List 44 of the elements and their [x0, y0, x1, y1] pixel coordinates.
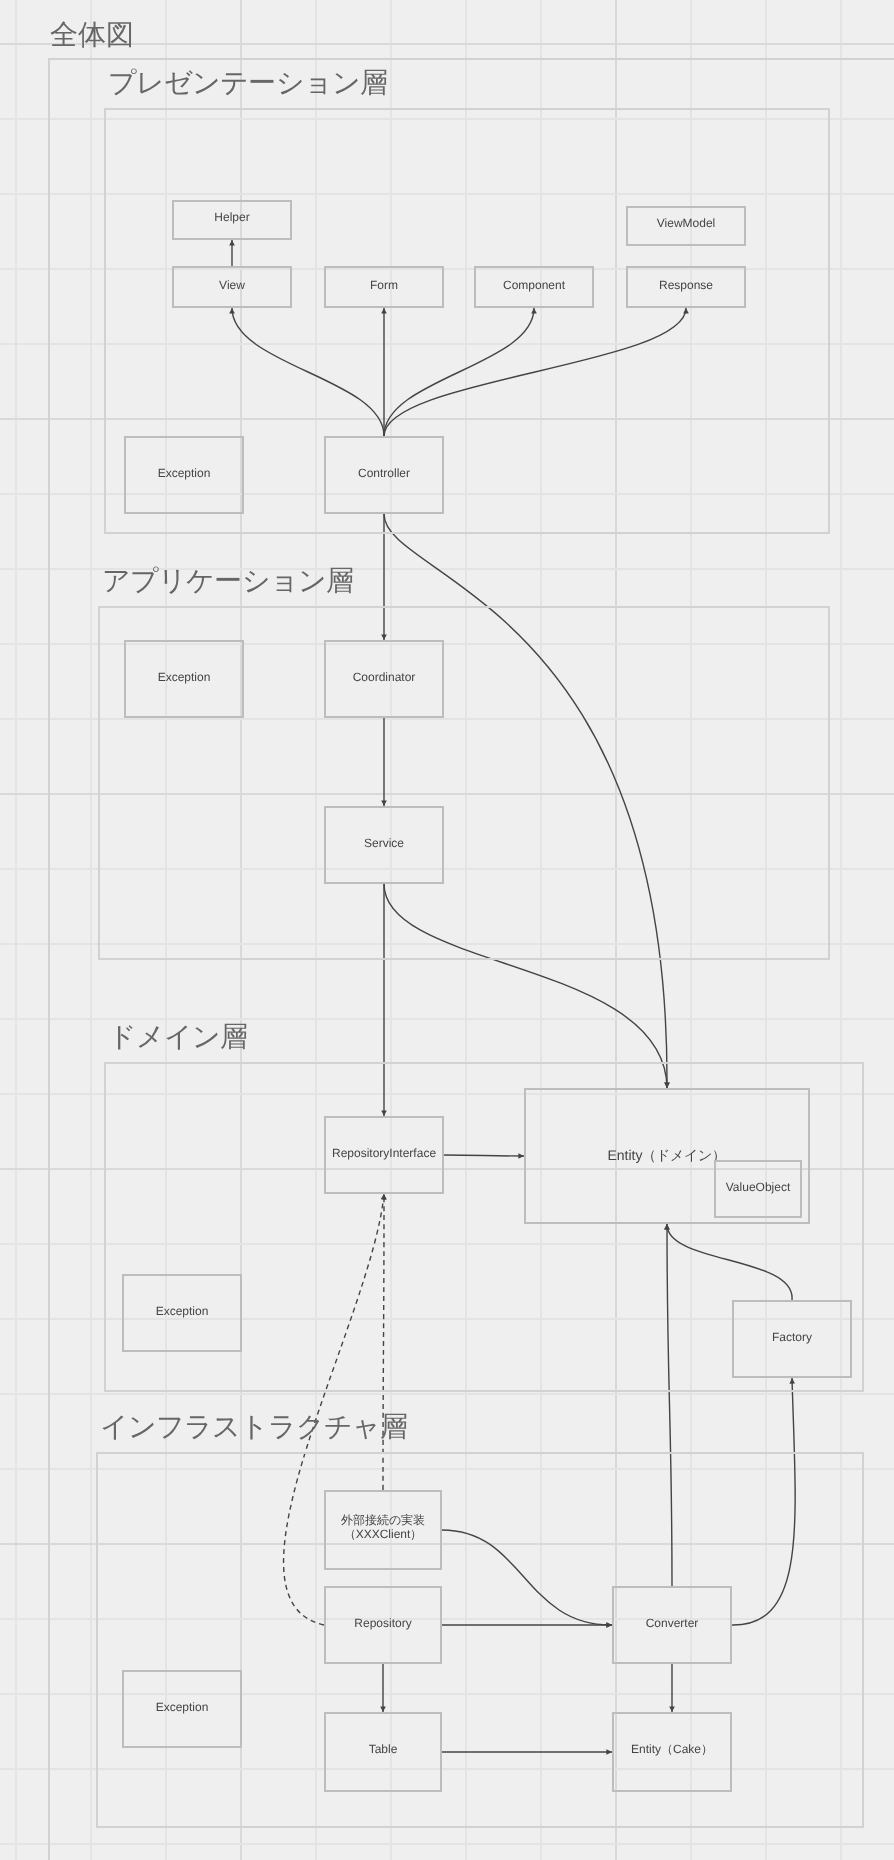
- class-box: [732, 1300, 852, 1378]
- class-box: [612, 1586, 732, 1664]
- arrow: [383, 883, 669, 1089]
- arrow: [383, 307, 687, 437]
- dashed-arrow: [282, 1193, 386, 1626]
- arrow: [381, 717, 387, 807]
- class-box: [324, 436, 444, 514]
- class-box: [626, 266, 746, 308]
- layer-heading: インフラストラクチャ層: [100, 1410, 408, 1442]
- class-box: [324, 1712, 442, 1792]
- class-box: [714, 1160, 802, 1218]
- class-box: [122, 1670, 242, 1748]
- frame-heading: 全体図: [50, 18, 134, 50]
- class-box: [172, 200, 292, 240]
- class-box: [612, 1712, 732, 1792]
- class-box: [324, 640, 444, 718]
- class-box: [324, 1586, 442, 1664]
- class-box: [524, 1088, 810, 1224]
- arrow: [441, 1622, 613, 1628]
- class-box: [124, 436, 244, 514]
- layer-heading: プレゼンテーション層: [108, 66, 388, 98]
- class-box: [324, 1116, 444, 1194]
- arrow: [381, 307, 387, 437]
- arrow: [665, 1223, 793, 1301]
- arrow: [443, 1153, 525, 1159]
- class-box: [122, 1274, 242, 1352]
- layer-heading: アプリケーション層: [102, 564, 354, 596]
- class-box: [124, 640, 244, 718]
- arrow: [441, 1749, 613, 1755]
- arrow: [380, 1663, 386, 1713]
- layer-heading: ドメイン層: [108, 1020, 248, 1052]
- arrow: [381, 883, 387, 1117]
- arrow: [731, 1377, 796, 1626]
- class-box: [474, 266, 594, 308]
- class-box: [324, 266, 444, 308]
- class-box: [626, 206, 746, 246]
- arrow: [229, 239, 235, 267]
- class-box: [172, 266, 292, 308]
- arrow: [669, 1663, 675, 1713]
- dashed-arrow: [381, 1193, 387, 1491]
- class-box: [324, 806, 444, 884]
- arrow: [383, 307, 536, 437]
- class-box: [324, 1490, 442, 1570]
- arrow: [381, 513, 387, 641]
